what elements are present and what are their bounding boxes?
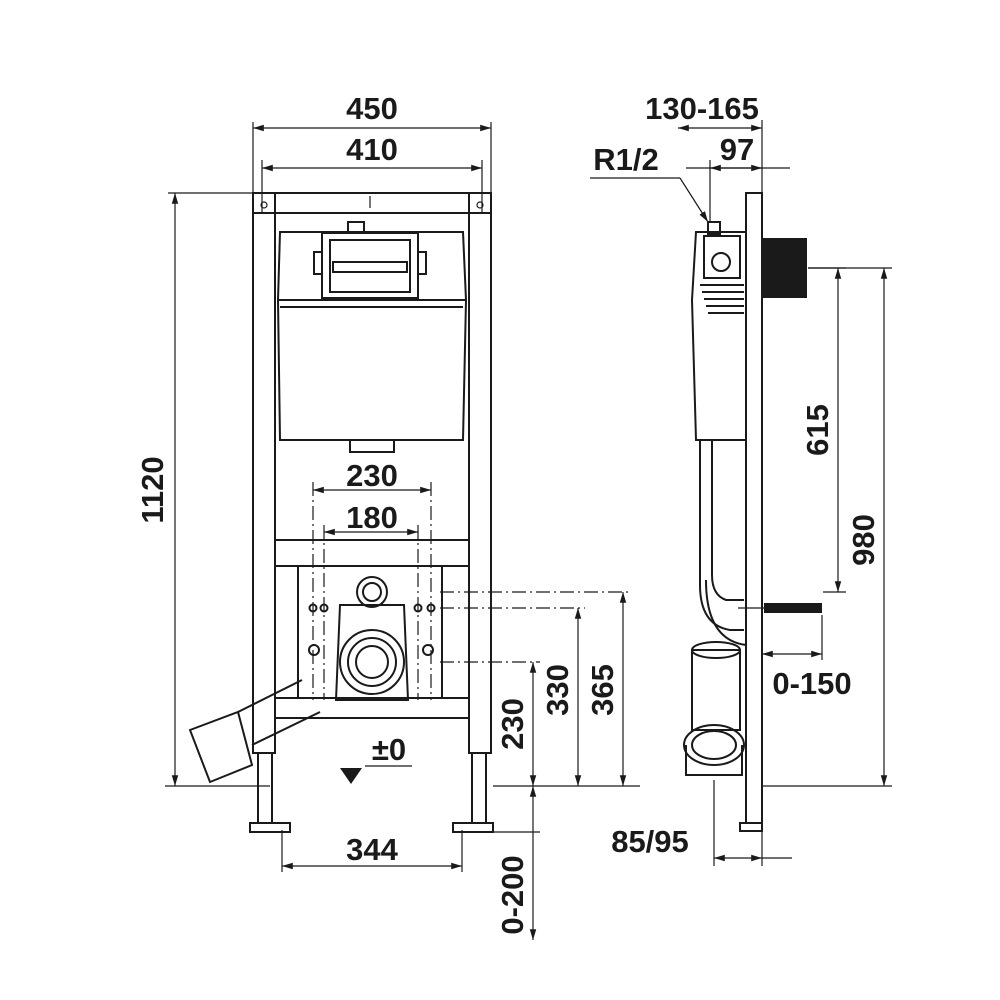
side-flush-pipe — [699, 440, 747, 646]
waste-stub — [188, 679, 321, 784]
top-fixing-holes — [260, 196, 484, 209]
dim-230-outlet: 230 — [495, 698, 530, 750]
dim-0-150: 0-150 — [772, 666, 851, 701]
dim-85-95: 85/95 — [611, 824, 689, 859]
side-waste-pipe — [683, 641, 745, 776]
dim-0-200: 0-200 — [495, 855, 530, 934]
dim-230-bolts: 230 — [346, 458, 398, 493]
dim-130-165: 130-165 — [645, 91, 759, 126]
side-view — [683, 192, 822, 832]
frame-feet — [249, 752, 494, 833]
dim-450: 450 — [346, 91, 398, 126]
side-dimensions: 130-165 R1/2 97 615 980 0-150 85/95 — [590, 91, 892, 866]
side-frame-post — [739, 192, 763, 832]
cistern — [276, 221, 468, 453]
dim-365: 365 — [585, 664, 620, 716]
dim-floor-zero: ±0 — [372, 732, 406, 767]
dim-97: 97 — [720, 132, 754, 167]
side-cistern — [690, 221, 747, 441]
front-view — [188, 192, 494, 833]
dim-344: 344 — [346, 832, 398, 867]
bowl-mounting — [297, 565, 443, 701]
dim-980: 980 — [846, 514, 881, 566]
front-dimensions: 450 410 1120 230 180 ±0 230 330 — [135, 91, 640, 940]
dim-180-bolts: 180 — [346, 500, 398, 535]
dim-615: 615 — [800, 404, 835, 456]
dim-1120: 1120 — [135, 456, 170, 523]
floor-level-marker — [340, 768, 362, 784]
dim-410: 410 — [346, 132, 398, 167]
side-bolt — [738, 603, 822, 613]
flush-button-plate — [762, 238, 807, 298]
label-r1-2: R1/2 — [593, 142, 658, 177]
dim-330: 330 — [540, 664, 575, 716]
